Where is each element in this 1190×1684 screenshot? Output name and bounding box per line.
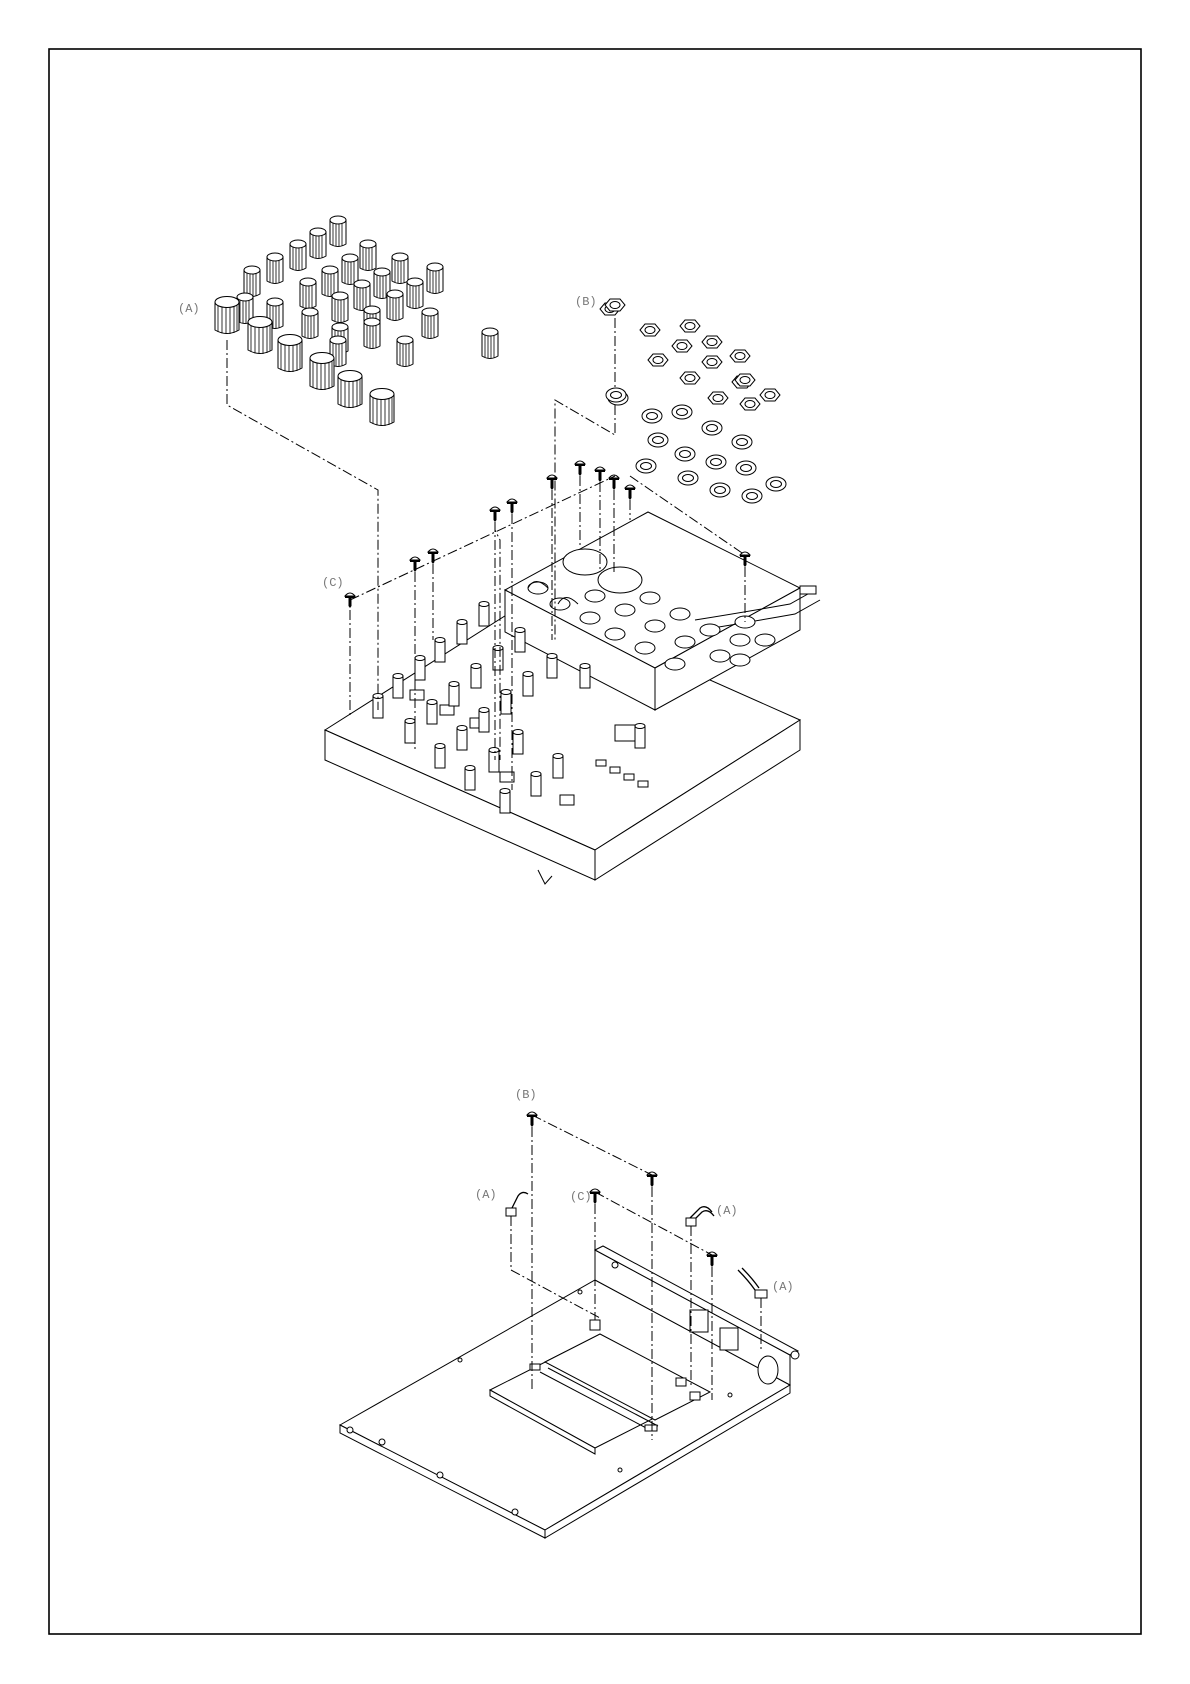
label-lower-mid-screw: (C) [570,1190,592,1204]
label-upper-knobs: (A) [178,302,200,316]
lower-screws [527,1112,717,1267]
label-upper-nuts-washers: (B) [575,295,597,309]
label-lower-cable-right: (A) [772,1280,794,1294]
knob-cluster [215,216,498,426]
lower-base-plate [340,1246,799,1538]
label-lower-top-screw: (B) [515,1088,537,1102]
label-lower-cable-left: (A) [475,1188,497,1202]
label-lower-cable-mid: (A) [716,1204,738,1218]
nut-washer-cluster [600,299,786,503]
label-upper-screws: (C) [322,576,344,590]
lower-assembly: (B) (C) (A) (A) (A) [340,1088,799,1538]
upper-assembly: (A) (B) (C) [178,216,820,884]
